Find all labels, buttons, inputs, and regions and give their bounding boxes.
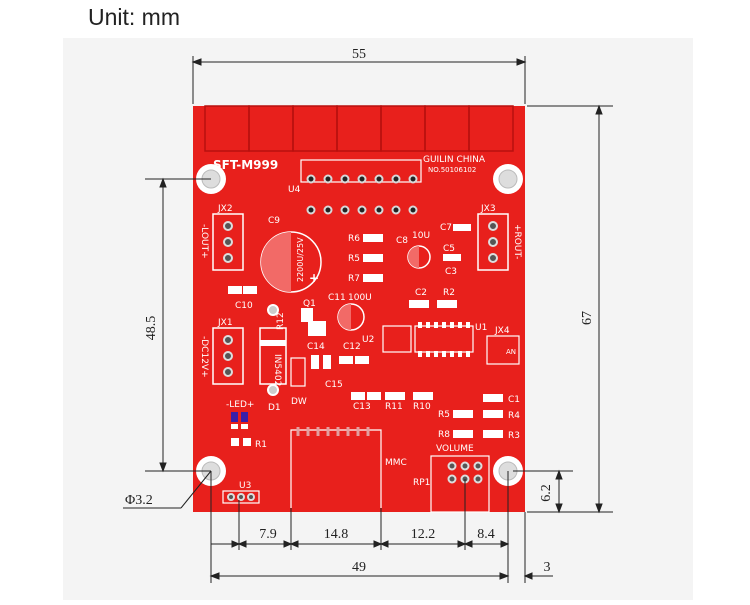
- u2-label: U2: [362, 335, 374, 345]
- unit-label: Unit: mm: [88, 4, 180, 30]
- jx2-label: JX2: [217, 204, 233, 214]
- r10-label: R10: [413, 402, 431, 412]
- c12-label: C12: [343, 342, 361, 352]
- dim-bottom-span-label: 49: [352, 560, 366, 575]
- r4-label: R4: [508, 411, 520, 421]
- svg-text:+: +: [309, 271, 319, 285]
- volume-pot: [430, 455, 490, 513]
- r2-label: R2: [443, 288, 455, 298]
- c8-label: C8: [396, 236, 408, 246]
- mmc-slot: [290, 429, 382, 508]
- dim-hole-spacing-label: 48.5: [144, 316, 159, 341]
- c3-label: C3: [445, 267, 457, 277]
- c9-value: 2200U/25V: [296, 237, 305, 282]
- c10-label: C10: [235, 301, 253, 311]
- diode-label: IN5402: [272, 354, 282, 386]
- r8-label: R8: [438, 430, 450, 440]
- dim-height-label: 67: [580, 311, 595, 325]
- drawing-canvas: SFT-M999 GUILIN CHINA NO.50106102 U4 JX2…: [63, 38, 693, 600]
- r6-label: R6: [348, 234, 360, 244]
- rp1-label: RP1: [413, 478, 430, 488]
- r5-label: R5: [348, 254, 360, 264]
- dim-seg-d-label: 8.4: [477, 527, 495, 542]
- dim-seg-b-label: 14.8: [324, 527, 349, 542]
- c11-label: C11: [328, 293, 346, 303]
- c7-label: C7: [440, 223, 452, 233]
- c5-label: C5: [443, 244, 455, 254]
- r7-label: R7: [348, 274, 360, 284]
- jx3-connector: [477, 213, 509, 271]
- lout-label: -LOUT+: [199, 224, 209, 259]
- r5b-label: R5: [438, 410, 450, 420]
- u4-label: U4: [288, 185, 301, 195]
- c2-label: C2: [415, 288, 427, 298]
- r3-label: R3: [508, 431, 520, 441]
- r12-label: R12: [276, 312, 286, 330]
- q1-label: Q1: [303, 299, 316, 309]
- dim-seg-a-label: 7.9: [259, 527, 277, 542]
- u3-label: U3: [239, 481, 251, 491]
- jx1-connector: [212, 327, 244, 385]
- c13-label: C13: [353, 402, 371, 412]
- dc12v-label: -DC12V+: [199, 336, 209, 378]
- dimension-lines: [123, 56, 613, 583]
- c8-value: 10U: [412, 231, 430, 241]
- dw-label: DW: [291, 397, 307, 407]
- pcb-drawing: SFT-M999 GUILIN CHINA NO.50106102 U4 JX2…: [123, 47, 613, 583]
- jx4-label: JX4: [494, 326, 510, 336]
- rout-label: +ROUT-: [512, 224, 522, 259]
- board-code: NO.50106102: [428, 166, 476, 174]
- pcb-board: SFT-M999 GUILIN CHINA NO.50106102 U4 JX2…: [193, 105, 525, 513]
- r1-label: R1: [255, 440, 267, 450]
- an-label: AN: [506, 348, 516, 356]
- jx3-label: JX3: [480, 204, 496, 214]
- c14-label: C14: [307, 342, 325, 352]
- dim-width-label: 55: [352, 47, 366, 62]
- dim-hole-diameter-label: Φ3.2: [125, 493, 153, 508]
- dim-seg-c-label: 12.2: [411, 527, 436, 542]
- mmc-label: MMC: [385, 458, 407, 468]
- board-maker: GUILIN CHINA: [423, 155, 486, 165]
- c15-label: C15: [325, 380, 343, 390]
- c1-label: C1: [508, 395, 520, 405]
- board-title: SFT-M999: [213, 158, 278, 172]
- dim-edge-offset-label: 3: [544, 560, 551, 575]
- jx2-connector: [212, 213, 244, 271]
- c11-value: 100U: [348, 293, 372, 303]
- d1-label: D1: [268, 403, 281, 413]
- dim-hole-height-label: 6.2: [539, 484, 554, 502]
- jx1-label: JX1: [217, 318, 233, 328]
- r11-label: R11: [385, 402, 403, 412]
- c9-label: C9: [268, 216, 280, 226]
- volume-label: VOLUME: [436, 444, 474, 454]
- led-label: -LED+: [226, 400, 254, 410]
- u2-chip: [382, 325, 412, 353]
- u4-pins: [306, 174, 418, 215]
- u1-label: U1: [475, 323, 487, 333]
